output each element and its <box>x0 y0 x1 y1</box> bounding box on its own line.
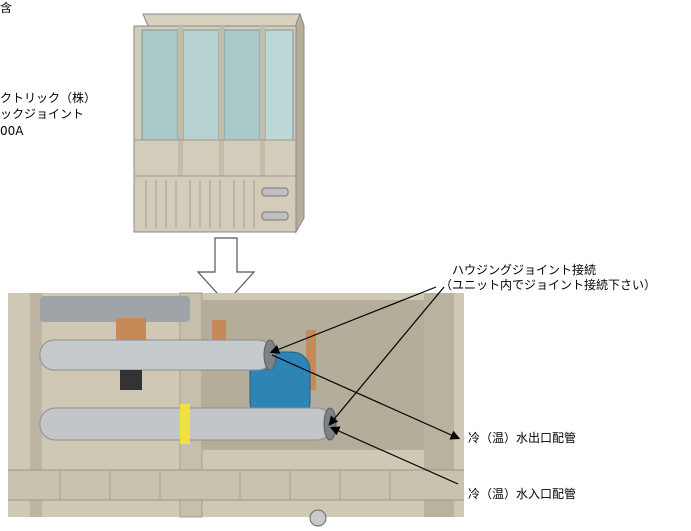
water-inlet-pipe-label: 冷（温）水入口配管 <box>468 487 577 501</box>
callout-line-lower <box>328 286 445 426</box>
callout-lines <box>269 286 461 485</box>
callout-line-upper <box>269 286 437 354</box>
outdoor-unit-illustration <box>133 12 305 234</box>
enlarged-piping-illustration <box>8 292 464 527</box>
outlet-pointer-line <box>271 354 461 440</box>
water-outlet-pipe-label: 冷（温）水出口配管 <box>468 431 577 445</box>
housing-joint-callout-title: ハウジングジョイント接続 <box>452 263 597 277</box>
top-left-label-line3: ックジョイント <box>0 107 85 121</box>
top-left-label-line2: クトリック（株） <box>0 91 97 105</box>
top-left-label-line4: 00A <box>0 124 24 138</box>
top-left-label-line1: 含 <box>0 1 13 15</box>
down-arrow-icon <box>196 237 256 304</box>
inlet-pointer-line <box>329 426 459 485</box>
housing-joint-callout-note: （ユニット内でジョイント接続下さい） <box>440 278 657 292</box>
